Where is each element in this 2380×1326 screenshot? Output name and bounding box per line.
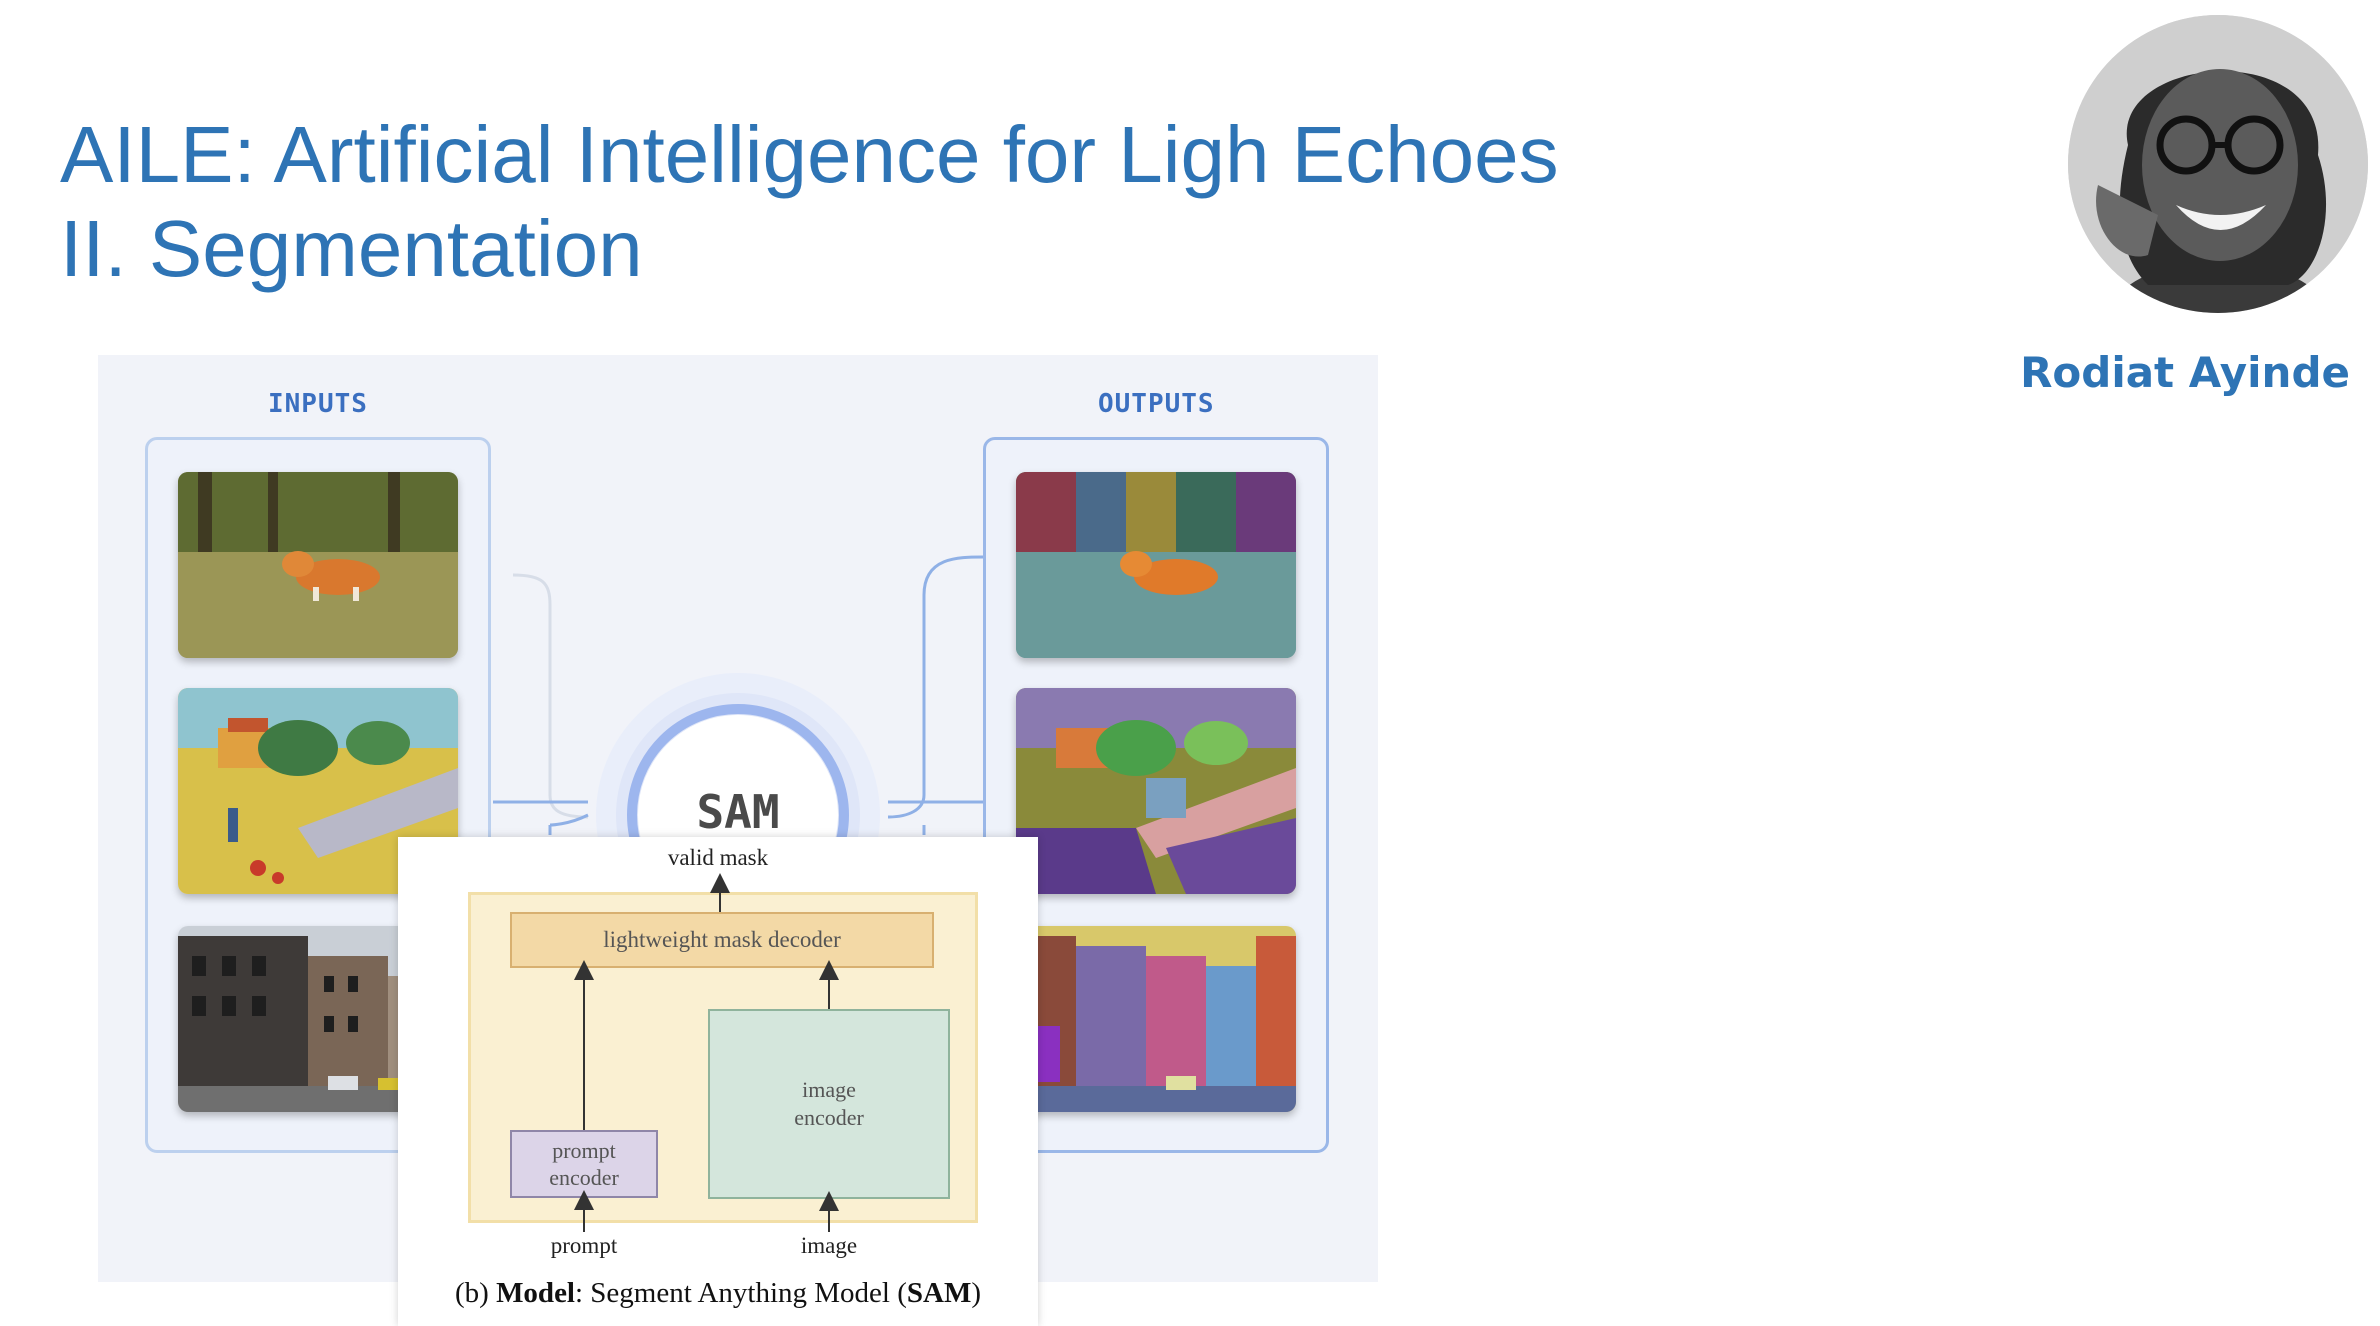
prompt-input-label: prompt bbox=[550, 1233, 618, 1258]
prompt-encoder-label-1: prompt bbox=[552, 1138, 616, 1163]
image-encoder-label-2: encoder bbox=[794, 1105, 864, 1130]
caption-middle: : Segment Anything Model ( bbox=[575, 1277, 907, 1309]
caption-model: Model bbox=[496, 1277, 575, 1309]
model-arrows bbox=[574, 873, 839, 1232]
slide-title-line-2: II. Segmentation bbox=[60, 204, 643, 293]
output-mask-painting bbox=[1016, 688, 1296, 894]
output-mask-dog bbox=[1016, 472, 1296, 658]
inputs-label: INPUTS bbox=[268, 389, 368, 419]
slide-title-line-1: AILE: Artificial Intelligence for Ligh E… bbox=[60, 110, 1559, 199]
output-mask-street bbox=[1016, 926, 1296, 1112]
speaker-name: Rodiat Ayinde bbox=[2020, 348, 2350, 397]
mask-decoder-label: lightweight mask decoder bbox=[603, 927, 841, 952]
sam-label: SAM bbox=[696, 785, 780, 839]
prompt-encoder-block: prompt encoder bbox=[510, 1130, 658, 1198]
model-caption: (b) Model: Segment Anything Model (SAM) bbox=[398, 1277, 1038, 1310]
caption-suffix: ) bbox=[971, 1277, 981, 1309]
slide-title: AILE: Artificial Intelligence for Ligh E… bbox=[60, 108, 1559, 296]
image-input-label: image bbox=[800, 1233, 858, 1258]
mask-decoder-block: lightweight mask decoder bbox=[510, 912, 934, 968]
speaker-photo bbox=[2068, 15, 2368, 313]
input-image-dog bbox=[178, 472, 458, 658]
caption-prefix: (b) bbox=[454, 1277, 497, 1309]
diagram-connectors bbox=[493, 555, 984, 835]
image-encoder-label-1: image bbox=[802, 1077, 856, 1102]
valid-mask-label: valid mask bbox=[667, 845, 769, 870]
caption-sam: SAM bbox=[906, 1277, 972, 1309]
outputs-label: OUTPUTS bbox=[1098, 389, 1215, 419]
prompt-encoder-label-2: encoder bbox=[549, 1165, 619, 1190]
sam-model-card: valid mask lightweight mask decoder imag… bbox=[398, 837, 1038, 1326]
image-encoder-block: image encoder bbox=[708, 1009, 950, 1199]
